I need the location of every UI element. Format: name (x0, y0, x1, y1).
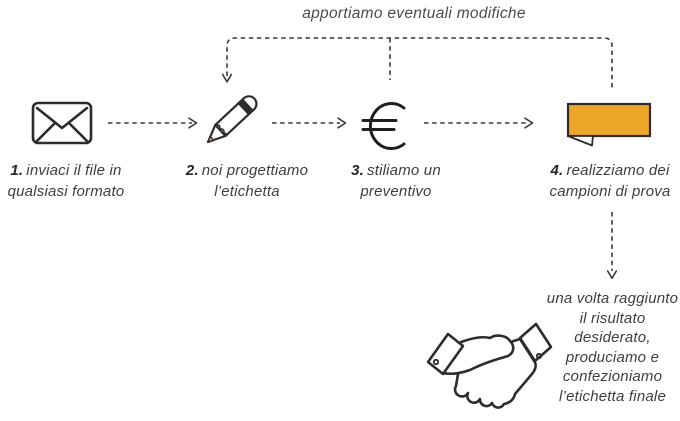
step-caption-4: 4.realizziamo dei campioni di prova (525, 160, 680, 202)
step-number: 1. (10, 162, 24, 179)
caption-text: realizziamo dei (566, 162, 670, 179)
caption-text: noi progettiamo (201, 162, 309, 179)
feedback-arrowhead (221, 73, 233, 83)
final-caption-line: desiderato, (574, 329, 651, 346)
step-caption-3: 3.stiliamo un preventivo (311, 160, 481, 202)
caption-line: qualsiasi formato (7, 183, 125, 200)
final-caption-line: produciamo e (565, 348, 660, 366)
step-caption-1: 1.inviaci il file in qualsiasi formato (0, 160, 151, 202)
step-number: 3. (351, 162, 364, 179)
final-caption-line: il risultato (579, 309, 646, 327)
arrowhead-step4 (524, 117, 534, 129)
caption-text: inviaci il file in (26, 162, 122, 179)
caption-line: 2.noi progettiamo (162, 160, 332, 181)
step-number: 2. (185, 162, 199, 179)
envelope-icon (31, 101, 93, 145)
pencil-icon (206, 95, 258, 144)
caption-text: stiliamo un (367, 162, 441, 179)
caption-line: 4.realizziamo dei (525, 160, 680, 181)
caption-line: l’etichetta (214, 183, 280, 200)
feedback-loop-label: apportiamo eventuali modifiche (302, 5, 526, 22)
handshake-icon (426, 322, 553, 409)
final-caption-line: confezioniamo (562, 368, 663, 385)
euro-icon (361, 102, 406, 150)
arrowhead-step2 (188, 117, 198, 129)
arrowhead-step3 (337, 117, 347, 129)
step-caption-2: 2.noi progettiamo l’etichetta (162, 160, 332, 202)
final-caption-line: una volta raggiunto (546, 290, 679, 307)
caption-line: preventivo (360, 183, 432, 200)
arrowhead-final (606, 270, 618, 280)
feedback-loop-path (226, 37, 613, 88)
caption-line: campioni di prova (549, 183, 671, 200)
caption-line: 1.inviaci il file in (0, 160, 151, 181)
label-icon (566, 102, 652, 147)
final-caption: una volta raggiunto il risultato desider… (520, 289, 680, 406)
step-number: 4. (550, 162, 564, 179)
final-caption-line: l’etichetta finale (559, 387, 666, 405)
caption-line: 3.stiliamo un (311, 160, 481, 181)
